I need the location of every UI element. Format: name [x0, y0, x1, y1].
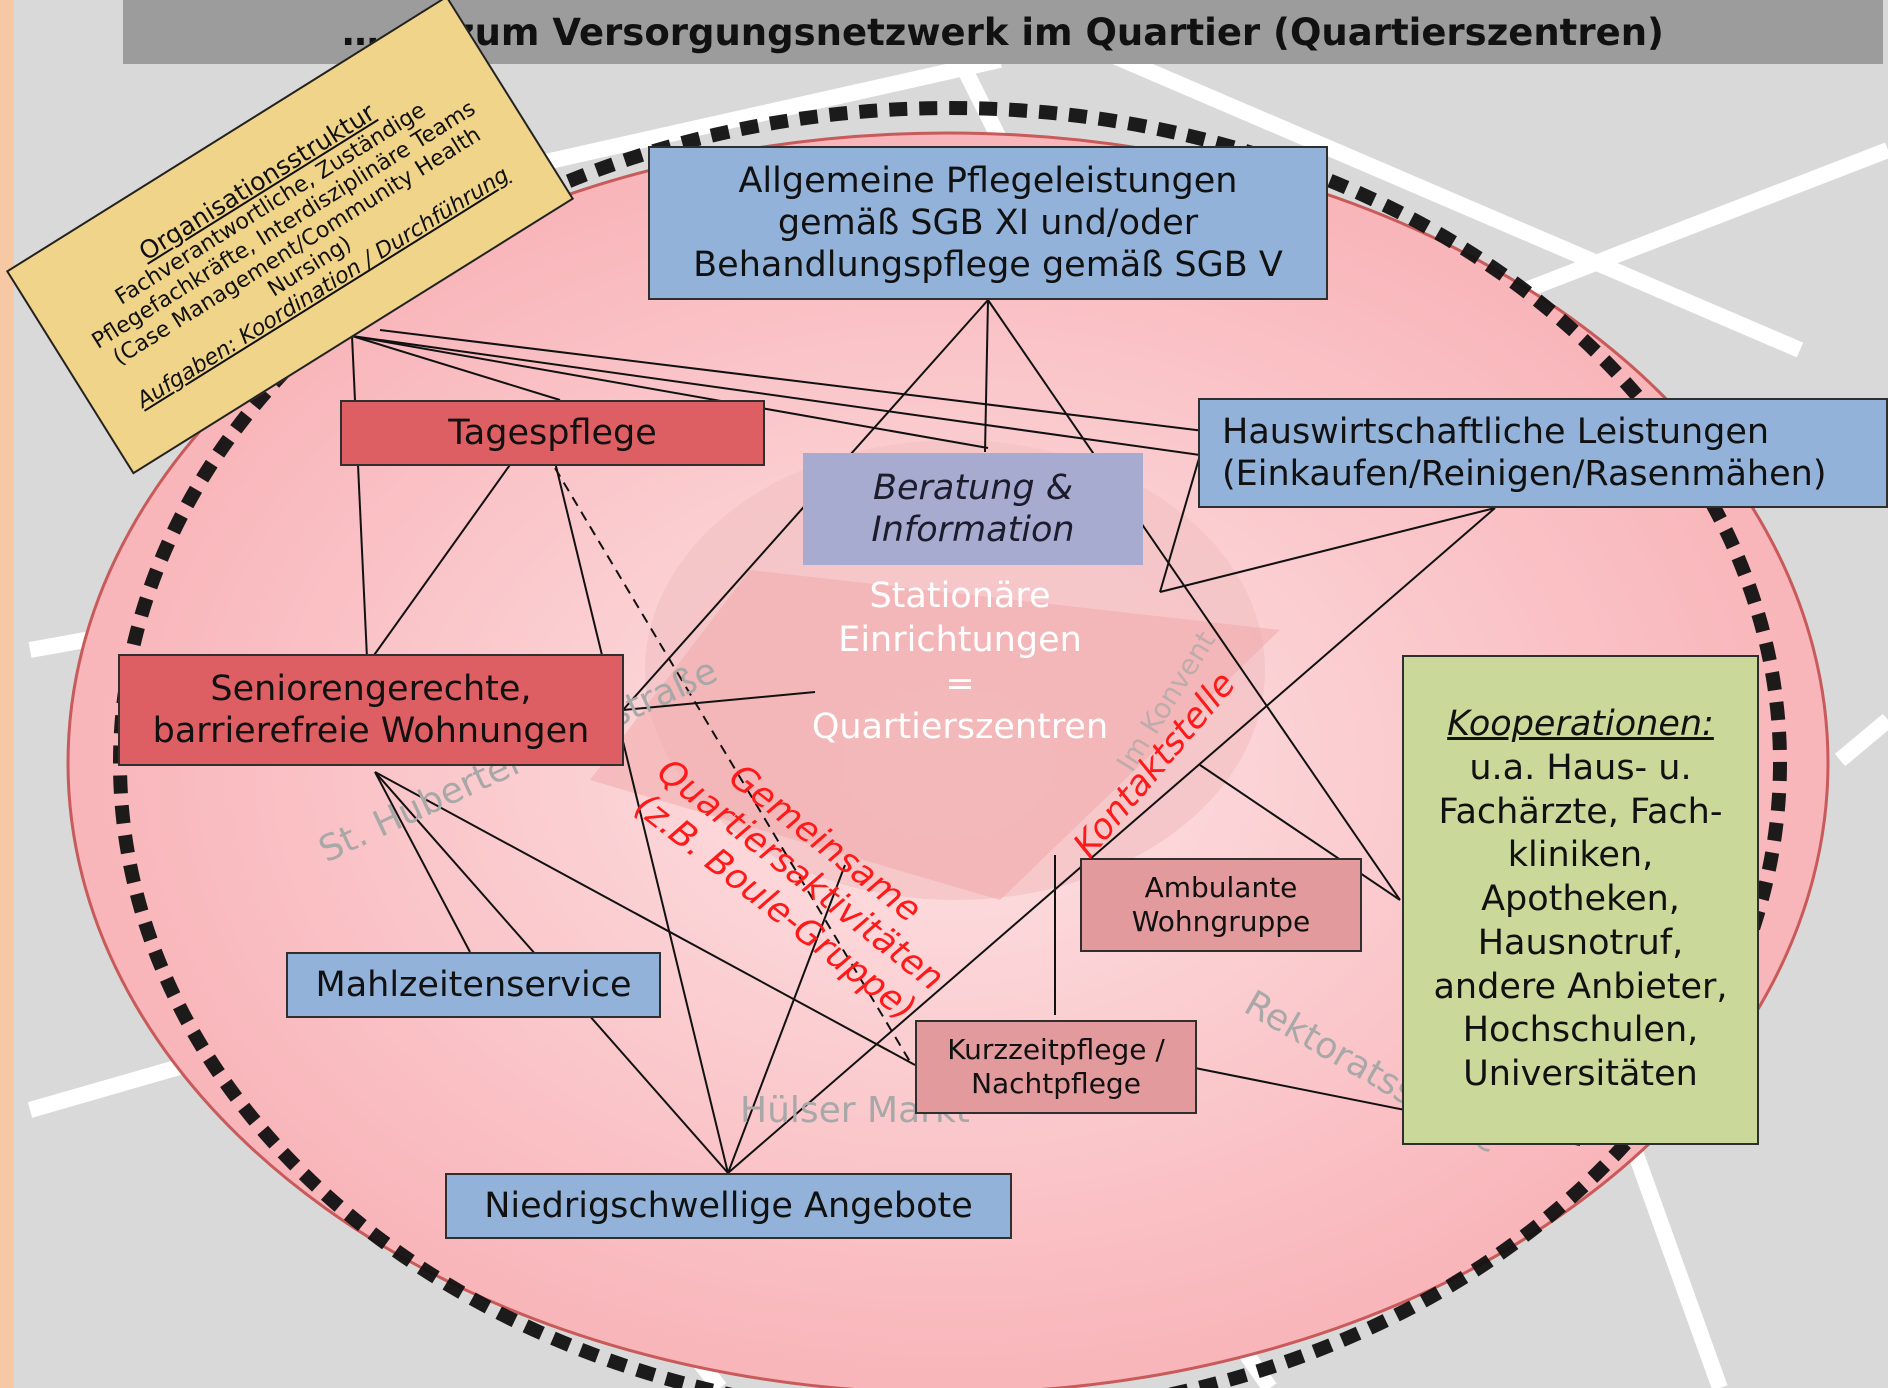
dashed-connection: [554, 467, 913, 1066]
center-label-stationaere-einrichtungen: Stationäre Einrichtungen = Quartierszent…: [811, 576, 1109, 748]
node-beratung: Beratung & Information: [803, 453, 1143, 565]
node-wohnungen: Seniorengerechte, barrierefreie Wohnunge…: [118, 654, 624, 766]
page-title: ………zum Versorgungsnetzwerk im Quartier (…: [342, 10, 1664, 54]
kooperationen-text: u.a. Haus- u. Fachärzte, Fach- kliniken,…: [1433, 747, 1728, 1095]
center-diamond: [590, 570, 1280, 900]
node-ambulante-wohngruppe: Ambulante Wohngruppe: [1080, 858, 1362, 952]
node-tagespflege: Tagespflege: [340, 400, 765, 466]
node-pflegeleistungen: Allgemeine Pflegeleistungen gemäß SGB XI…: [648, 146, 1328, 300]
node-hauswirtschaft: Hauswirtschaftliche Leistungen (Einkaufe…: [1198, 398, 1888, 508]
node-kooperationen: Kooperationen: u.a. Haus- u. Fachärzte, …: [1402, 655, 1759, 1145]
node-mahlzeitenservice: Mahlzeitenservice: [286, 952, 661, 1018]
node-kurzzeitpflege: Kurzzeitpflege / Nachtpflege: [915, 1020, 1197, 1114]
node-niedrigschwellige-angebote: Niedrigschwellige Angebote: [445, 1173, 1012, 1239]
kooperationen-title: Kooperationen:: [1447, 704, 1714, 745]
